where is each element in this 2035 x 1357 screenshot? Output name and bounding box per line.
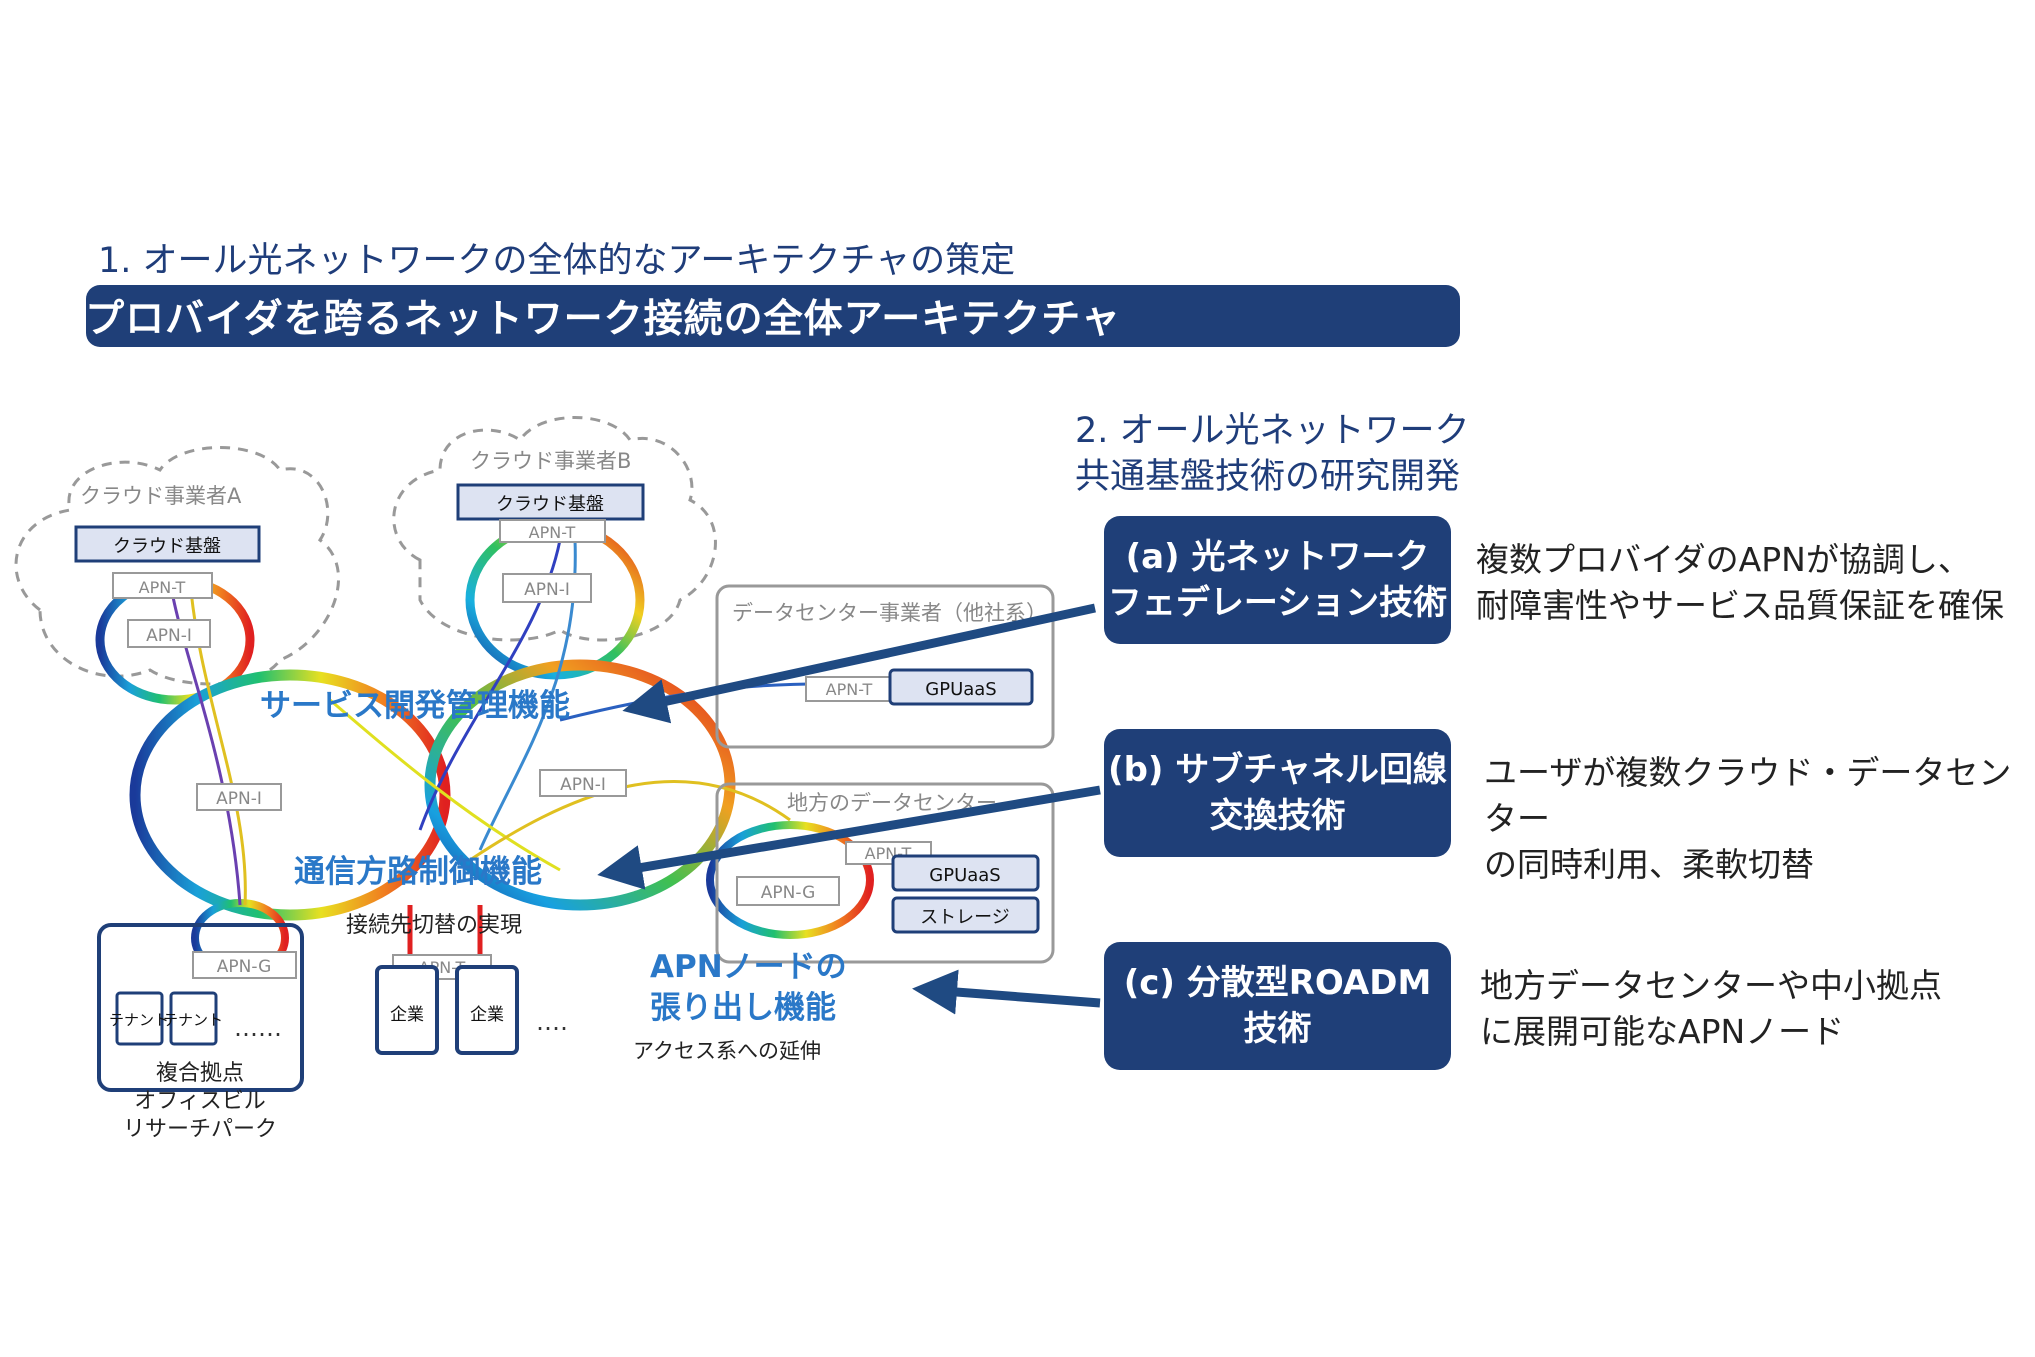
apn-t-label-a: APN-T <box>139 578 186 597</box>
site-label-2: オフィスビル <box>134 1089 266 1114</box>
enterprise-dots: ‥‥ <box>536 1008 568 1036</box>
apn-g-box-site <box>192 951 297 979</box>
apn-i-box-c <box>196 783 282 811</box>
apn-i-label-d: APN-I <box>560 775 606 795</box>
path-control-label: 通信方路制御機能 <box>294 854 542 890</box>
apn-i-box-b <box>502 573 592 603</box>
apn-i-box-a <box>127 619 211 648</box>
architecture-banner: 複数プロバイダを跨るネットワーク接続の全体アーキテクチャ <box>5 285 1460 347</box>
enterprise-label-1: 企業 <box>390 1005 424 1025</box>
tenant-dots: …… <box>234 1014 282 1042</box>
apn-t-box-b <box>499 519 606 543</box>
section1-heading: 1. オール光ネットワークの全体的なアーキテクチャの策定 <box>98 241 1016 281</box>
cloud-b-platform-label: クラウド基盤 <box>496 494 604 515</box>
section2-line2: 共通基盤技術の研究開発 <box>1075 457 1461 497</box>
apn-g-box-local <box>736 876 840 906</box>
apn-i-label-c: APN-I <box>216 789 262 809</box>
cloud-a-platform <box>74 525 261 563</box>
gpuaas-label-local: GPUaaS <box>929 865 1000 886</box>
arrow-c <box>912 969 1101 1015</box>
apn-i-box-d <box>539 769 627 797</box>
site-label-3: リサーチパーク <box>123 1117 277 1142</box>
storage-label: ストレージ <box>920 907 1010 928</box>
gpuaas-box-local <box>891 854 1040 892</box>
apn-g-label-site: APN-G <box>217 957 272 977</box>
tenant-label-2: テナント <box>163 1011 223 1029</box>
switch-label: 接続先切替の実現 <box>346 913 522 938</box>
tech-b-desc: ユーザが複数クラウド・データセンター の同時利用、柔軟切替 <box>1484 753 2012 884</box>
cloud-b-label: クラウド事業者B <box>470 449 631 473</box>
cloud-a-label: クラウド事業者A <box>80 484 242 508</box>
banner-title: 複数プロバイダを跨るネットワーク接続の全体アーキテクチャ <box>5 297 1121 342</box>
cloud-b-outline <box>392 416 717 642</box>
apn-node-line1: APNノードの <box>650 949 847 985</box>
cloud-b-platform <box>456 483 645 521</box>
arrow-a <box>622 603 1096 724</box>
apn-t-label-dc: APN-T <box>826 680 873 699</box>
section2-heading: 2. オール光ネットワーク 共通基盤技術の研究開発 <box>1075 408 1470 500</box>
gpuaas-label-dc: GPUaaS <box>925 679 996 700</box>
site-label-1: 複合拠点 <box>156 1061 244 1086</box>
tenant-box-1 <box>115 991 164 1046</box>
section2-line1: 2. オール光ネットワーク <box>1075 411 1470 451</box>
tenant-box-2 <box>169 991 218 1046</box>
arrow-b <box>597 785 1101 890</box>
tech-a-box: (a) 光ネットワーク フェデレーション技術 <box>1104 516 1451 644</box>
cloud-a-outline <box>14 446 340 686</box>
ring-local-dc <box>706 821 874 939</box>
gpuaas-box-dc <box>888 668 1034 706</box>
service-mgmt-label: サービス開発管理機能 <box>260 688 570 724</box>
tech-c-desc: 地方データセンターや中小拠点 に展開可能なAPNノード <box>1480 966 1942 1051</box>
tech-b-box: (b) サブチャネル回線 交換技術 <box>1104 729 1451 857</box>
access-ext-label: アクセス系への延伸 <box>633 1039 821 1063</box>
enterprise-box-1 <box>375 965 439 1055</box>
tenant-label-1: テナント <box>109 1011 169 1029</box>
apn-i-label-a: APN-I <box>146 626 192 646</box>
dc-local-frame <box>715 782 1055 964</box>
apn-node-line2: 張り出し機能 <box>650 990 836 1026</box>
dc-other-frame <box>715 584 1055 749</box>
site-frame <box>97 923 304 1092</box>
enterprise-box-2 <box>455 965 519 1055</box>
dc-other-label: データセンター事業者（他社系） <box>732 601 1047 625</box>
enterprise-label-2: 企業 <box>470 1005 504 1025</box>
apn-t-label-b: APN-T <box>529 523 576 542</box>
apn-t-box-a <box>112 572 213 599</box>
apn-i-label-b: APN-I <box>524 580 570 600</box>
tech-c-box: (c) 分散型ROADM 技術 <box>1104 942 1451 1070</box>
tech-a-desc: 複数プロバイダのAPNが協調し、 耐障害性やサービス品質保証を確保 <box>1476 540 2004 625</box>
apn-g-label-local: APN-G <box>761 883 816 903</box>
storage-box <box>891 896 1040 934</box>
cloud-a-platform-label: クラウド基盤 <box>113 536 221 557</box>
